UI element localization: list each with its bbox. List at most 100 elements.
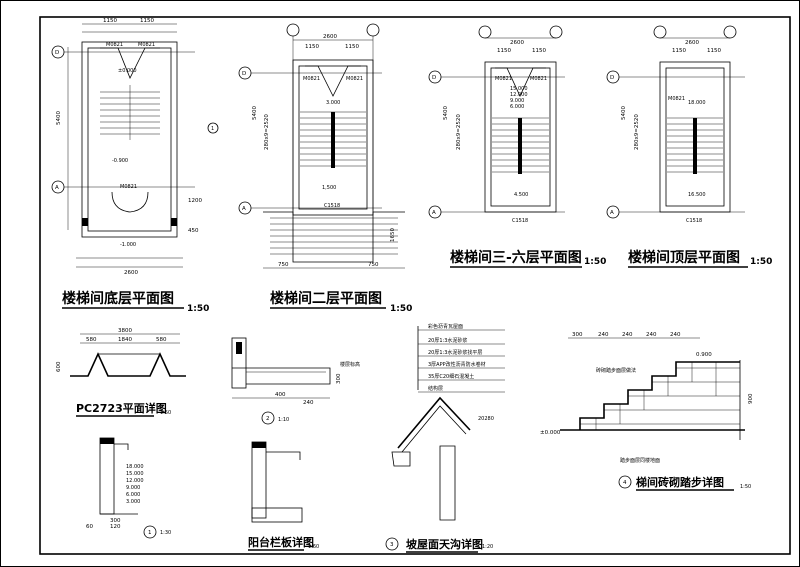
plan-title: 楼梯间二层平面图 (270, 290, 382, 307)
dim-bottom: 2600 (124, 270, 138, 276)
dim-left: 580 (86, 337, 97, 343)
dim-width: 300 (110, 518, 121, 524)
axis-label-bottom: A (610, 210, 614, 216)
dim-4: 240 (646, 332, 657, 338)
dim-overall: 5400 (252, 106, 258, 120)
dim-top-left: 1150 (497, 48, 511, 54)
dim-2: 240 (598, 332, 609, 338)
dim-sub: 240 (303, 400, 314, 406)
axis-label-top: D (610, 75, 614, 81)
dim-top-right: 1150 (532, 48, 546, 54)
plan-third-sixth-floor: D A 2600 1150 1150 M0821 M0821 15.000 12… (428, 25, 606, 268)
window-label: C1518 (512, 218, 528, 224)
elev-top: 18.000 (688, 100, 706, 106)
dim-right: 580 (156, 337, 167, 343)
door-label-1: M0821 (303, 76, 320, 82)
detail-4-brick-steps: 300 240 240 240 240 0.900 900 ±0.000 砖砌踏… (540, 332, 754, 491)
section-mark-num: 1 (211, 126, 214, 132)
elev-label: 3.000 (326, 100, 340, 106)
dim-overall: 5400 (443, 106, 449, 120)
detail-scale: 1:10 (278, 417, 289, 423)
dim-mid: 1840 (118, 337, 132, 343)
plan-scale: 1:50 (584, 257, 606, 267)
door-label-2: M0821 (346, 76, 363, 82)
dim-stair: 280x9=2520 (634, 114, 640, 150)
elev-9: 9.000 (510, 98, 524, 104)
detail-number-circle (618, 475, 632, 489)
elev-landing: 16.500 (688, 192, 706, 198)
elev-minus: -0.900 (112, 158, 128, 164)
dim-label: 20280 (478, 416, 494, 422)
layer-6: 结构层 (428, 385, 443, 392)
plan-title: 楼梯间底层平面图 (62, 290, 174, 307)
drawing-frame (39, 16, 791, 555)
detail-title: 坡屋面天沟详图 (406, 537, 483, 551)
elev-top: 0.900 (696, 352, 712, 358)
section-mark (207, 122, 219, 134)
plan-second-floor: D A 2600 1150 1150 M0821 M0821 3.000 1,5… (238, 23, 412, 314)
detail-scale: 1:50 (740, 484, 751, 490)
layer-3: 20厚1:3水泥砂浆找平层 (428, 349, 482, 356)
detail-number-circle (143, 525, 157, 539)
detail-balcony-parapet: 阳台栏板详图 1:60 (248, 441, 319, 551)
note-1: 砖砌踏步面层做法 (596, 367, 636, 374)
dim-right-1: 1200 (188, 198, 202, 204)
dim-bottom-right: 750 (368, 262, 379, 268)
elev-15: 15.000 (510, 86, 528, 92)
plan-scale: 1:50 (187, 304, 209, 314)
elev-12: 12.000 (510, 92, 528, 98)
axis-label-bottom: A (242, 206, 246, 212)
dim-overall: 5400 (621, 106, 627, 120)
plan-title: 楼梯间三-六层平面图 (450, 249, 582, 266)
detail-2-balcony-edge: 楼层标高 400 240 300 2 1:10 (231, 337, 360, 425)
axis-label-top: D (242, 71, 246, 77)
plan-scale: 1:50 (390, 304, 412, 314)
dim-sub-2: 120 (110, 524, 121, 530)
elev-18: 18.000 (126, 464, 144, 470)
dim-height: 600 (56, 361, 62, 372)
detail-title: PC2723平面详图 (76, 401, 167, 415)
door-label-1: M0821 (106, 42, 123, 48)
detail-number: 4 (623, 480, 627, 486)
dim-right-2: 450 (188, 228, 199, 234)
dim-width: 2600 (323, 34, 337, 40)
elev-ground: -1.000 (120, 242, 136, 248)
detail-number: 3 (390, 542, 394, 548)
elev-15: 15.000 (126, 471, 144, 477)
door-label-3: M0821 (120, 184, 137, 190)
plan-top-floor: D A 2600 1150 1150 M0821 18.000 16.500 C… (606, 25, 772, 268)
dim-top-left: 1150 (305, 44, 319, 50)
plan-title: 楼梯间顶层平面图 (628, 249, 740, 266)
detail-scale: 1:50 (160, 410, 171, 416)
dim-sub-1: 60 (86, 524, 93, 530)
plan-ground-floor: D A 5400 1150 1150 M0821 M0821 ±0.000 -0… (51, 18, 219, 314)
detail-scale: 1:60 (308, 544, 319, 550)
detail-scale: 1:20 (482, 544, 493, 550)
dim-top-right: 1150 (707, 48, 721, 54)
axis-label-bottom: A (55, 185, 59, 191)
dim-height: 300 (336, 373, 342, 384)
detail-title: 阳台栏板详图 (248, 535, 314, 549)
dim-landing: 1,500 (322, 185, 336, 191)
dim-top-left: 1150 (103, 18, 117, 24)
layer-1: 彩色沥青瓦屋面 (428, 323, 463, 330)
detail-number-circle (261, 411, 275, 425)
dim-width: 2600 (510, 40, 524, 46)
elev-landing: 4.500 (514, 192, 528, 198)
dim-canopy: 1650 (390, 228, 396, 242)
dim-stair: 280x9=2520 (264, 114, 270, 150)
elev-6: 6.000 (126, 492, 140, 498)
dim-width: 400 (275, 392, 286, 398)
floor-label: 楼层标高 (340, 361, 360, 368)
detail-3-roof-gutter: 彩色沥青瓦屋面 20厚1:3水泥砂浆 20厚1:3水泥砂浆找平层 3厚APP改性… (385, 323, 505, 553)
dim-1: 300 (572, 332, 583, 338)
plan-scale: 1:50 (750, 257, 772, 267)
window-label: C1518 (686, 218, 702, 224)
layer-4: 3厚APP改性沥青防水卷材 (428, 361, 486, 368)
door-label: M0821 (668, 96, 685, 102)
elev-6: 6.000 (510, 104, 524, 110)
detail-pc2723: 3800 580 1840 580 600 PC2723平面详图 1:50 (56, 328, 186, 417)
dim-bottom-left: 750 (278, 262, 289, 268)
door-label-2: M0821 (138, 42, 155, 48)
